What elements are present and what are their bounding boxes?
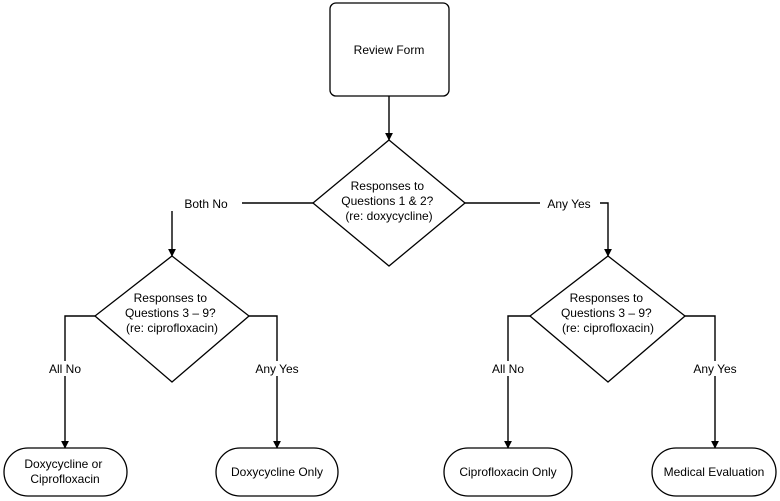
terminal-doxy-or-cipro-line-1: Doxycycline or	[24, 457, 102, 471]
terminal-doxy-only: Doxycycline Only	[215, 447, 339, 497]
terminal-medical-evaluation: Medical Evaluation	[651, 447, 777, 497]
edge-label-both-no: Both No	[184, 197, 228, 211]
svg-text:Responses to Questions 1: Responses to Questions 1 & 2? (re: doxyc…	[341, 179, 436, 223]
svg-text:Ciprofloxacin Only: Ciprofloxacin Only	[459, 465, 556, 479]
edge-any-yes-right	[685, 315, 719, 449]
decision-left-line-3: (re: ciprofloxacin)	[126, 321, 218, 335]
node-review-form: Review Form	[329, 2, 450, 97]
decision-left-questions-3-9: Responses to Questions 3 – 9? (re: cipro…	[93, 255, 251, 383]
edge-label-all-no-right: All No	[492, 362, 524, 376]
svg-text:Responses to Questions 3: Responses to Questions 3 – 9? (re: cipro…	[125, 291, 219, 335]
terminal-doxy-only-line-1: Doxycycline Only	[231, 465, 323, 479]
terminal-cipro-only-line-1: Ciprofloxacin Only	[459, 465, 556, 479]
edge-label-any-yes-right: Any Yes	[693, 362, 736, 376]
terminal-cipro-only: Ciprofloxacin Only	[443, 447, 573, 497]
edge-any-yes-left	[249, 315, 281, 449]
decision-right-line-3: (re: ciprofloxacin)	[562, 321, 654, 335]
decision-questions-1-2-line-3: (re: doxycycline)	[345, 209, 432, 223]
svg-text:Responses to Questions 3: Responses to Questions 3 – 9? (re: cipro…	[561, 291, 655, 335]
decision-questions-1-2-line-2: Questions 1 & 2?	[341, 194, 433, 208]
terminal-doxy-or-cipro-line-2: Ciprofloxacin	[30, 472, 99, 486]
svg-text:Medical Evaluation: Medical Evaluation	[664, 465, 765, 479]
decision-left-line-1: Responses to	[134, 291, 208, 305]
svg-text:Doxycycline Only: Doxycycline Only	[231, 465, 323, 479]
decision-left-line-2: Questions 3 – 9?	[125, 306, 216, 320]
svg-text:Review Form: Review Form	[354, 43, 425, 57]
node-review-form-line-1: Review Form	[354, 43, 425, 57]
decision-questions-1-2-line-1: Responses to	[351, 179, 425, 193]
terminal-medical-evaluation-line-1: Medical Evaluation	[664, 465, 765, 479]
edge-label-any-yes-left: Any Yes	[255, 362, 298, 376]
edge-label-any-yes-top: Any Yes	[547, 197, 590, 211]
decision-right-questions-3-9: Responses to Questions 3 – 9? (re: cipro…	[528, 255, 687, 383]
edge-label-all-no-left: All No	[49, 362, 81, 376]
decision-questions-1-2: Responses to Questions 1 & 2? (re: doxyc…	[311, 139, 467, 267]
edge-all-no-right	[504, 315, 530, 449]
edge-any-yes-top	[465, 202, 612, 257]
edge-all-no-left	[61, 315, 95, 449]
terminal-doxy-or-cipro: Doxycycline or Ciprofloxacin	[3, 447, 128, 497]
svg-text:Doxycycline or Ciproflox: Doxycycline or Ciprofloxacin	[24, 457, 105, 486]
decision-right-line-2: Questions 3 – 9?	[561, 306, 652, 320]
decision-right-line-1: Responses to	[570, 291, 644, 305]
